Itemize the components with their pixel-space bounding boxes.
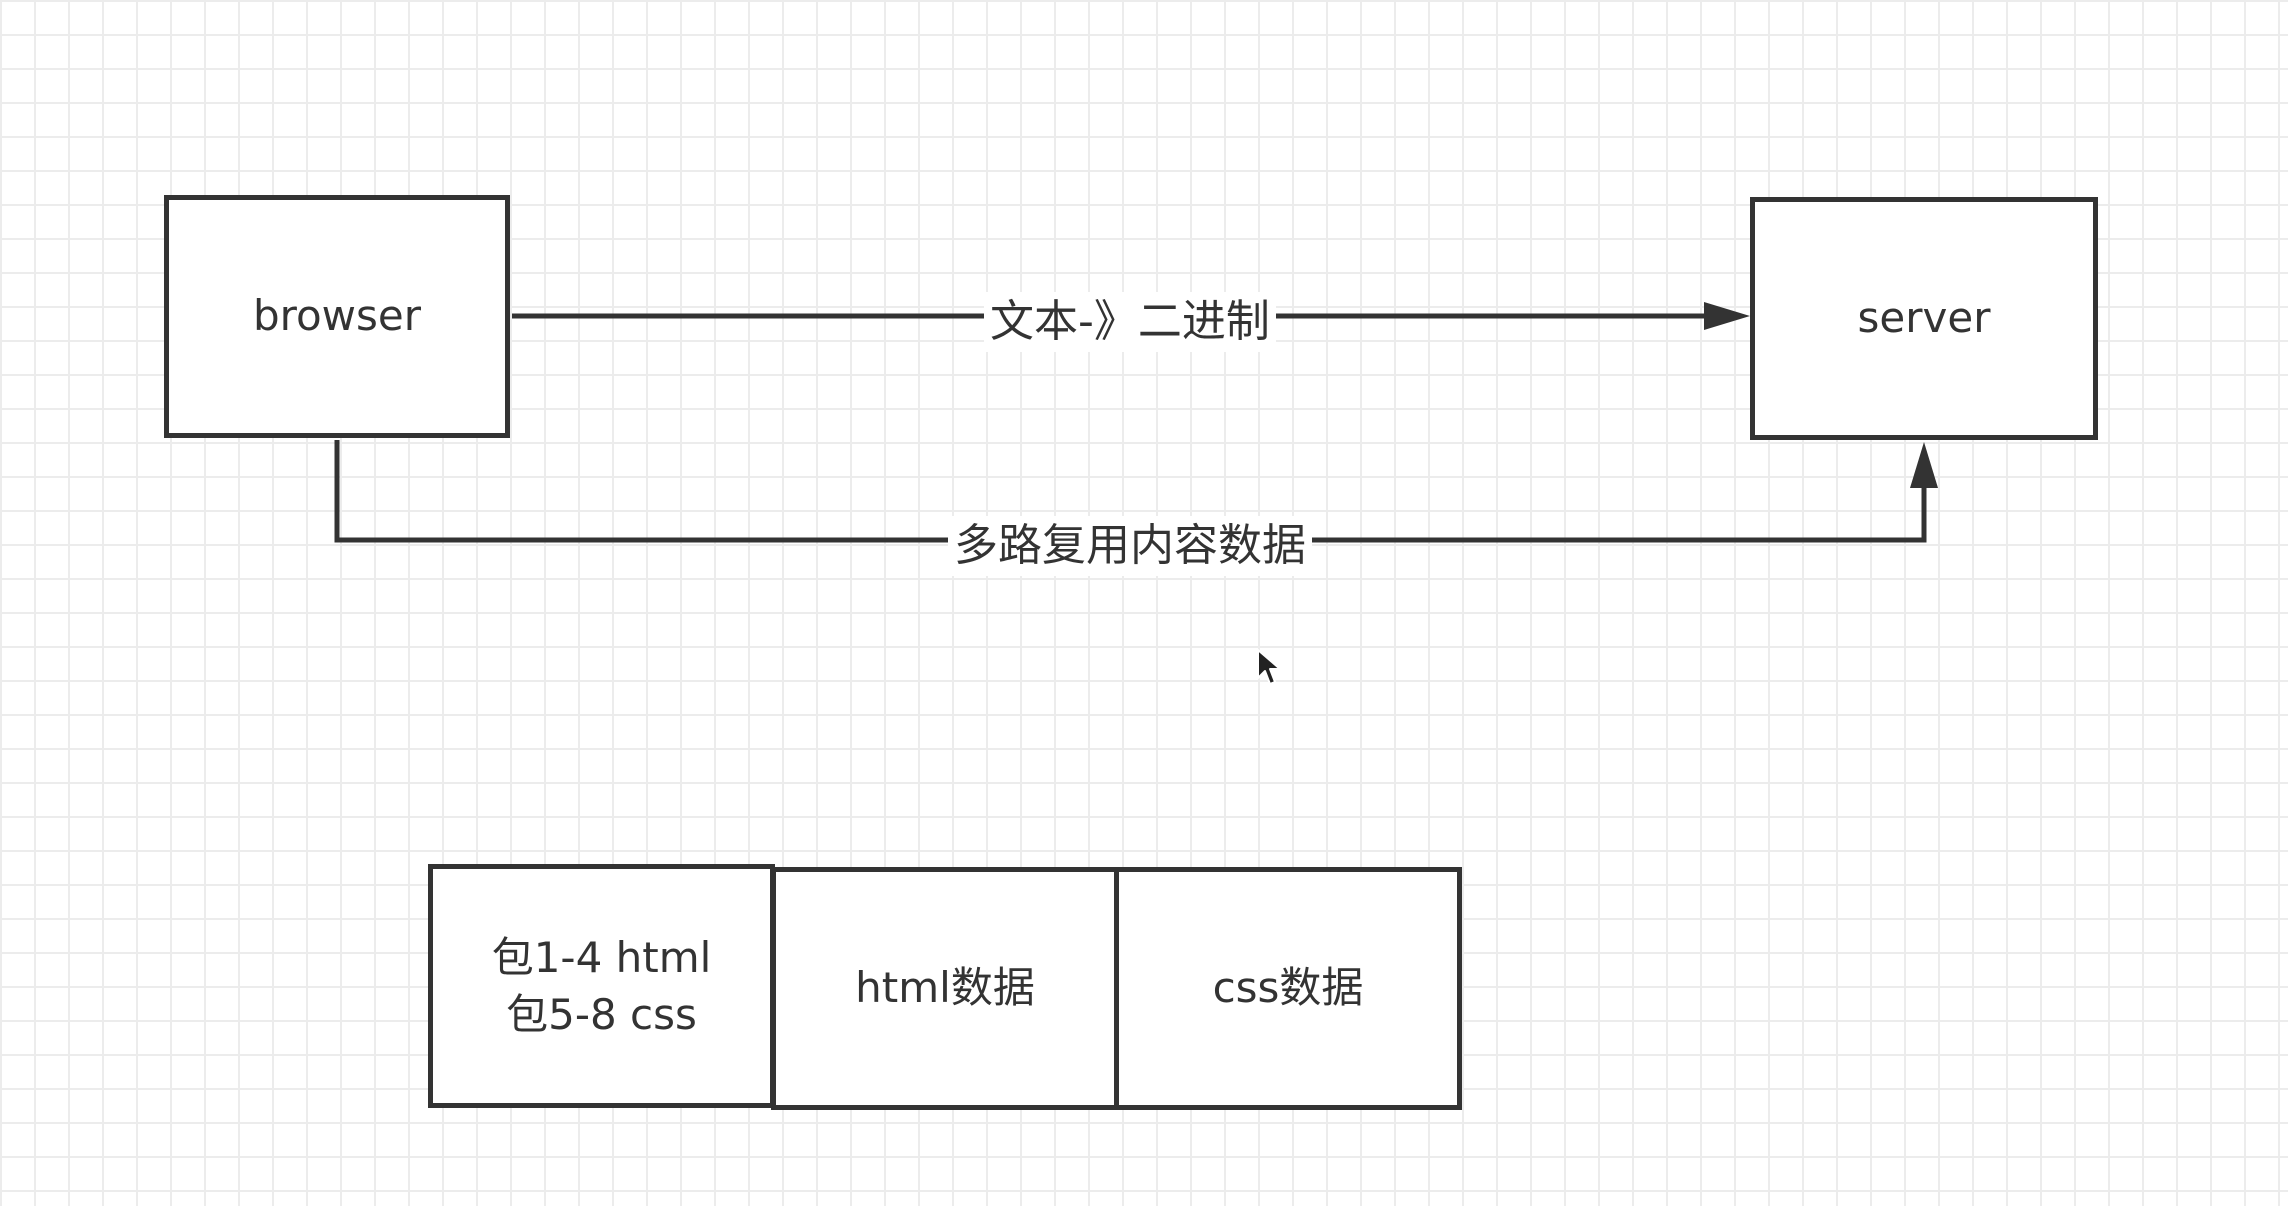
edge-multiplex-arrowhead (1910, 442, 1938, 488)
edge-multiplex-label: 多路复用内容数据 (948, 516, 1312, 576)
browser-node-label: browser (252, 291, 422, 341)
edge-text-to-binary-label: 文本-》二进制 (984, 292, 1276, 352)
css-data-node[interactable]: css数据 (1114, 867, 1462, 1110)
browser-node[interactable]: browser (164, 195, 510, 438)
html-data-node[interactable]: html数据 (771, 867, 1119, 1110)
packets-line-2: 包5-8 css (506, 990, 697, 1039)
server-node-label: server (1857, 293, 1991, 343)
edge-text-to-binary-arrowhead (1704, 302, 1750, 330)
packets-node[interactable]: 包1-4 html 包5-8 css (428, 864, 775, 1108)
mouse-pointer-icon (1257, 649, 1281, 685)
packets-line-1: 包1-4 html (491, 933, 712, 982)
css-data-node-label: css数据 (1212, 963, 1364, 1013)
html-data-node-label: html数据 (855, 963, 1035, 1013)
server-node[interactable]: server (1750, 197, 2098, 440)
